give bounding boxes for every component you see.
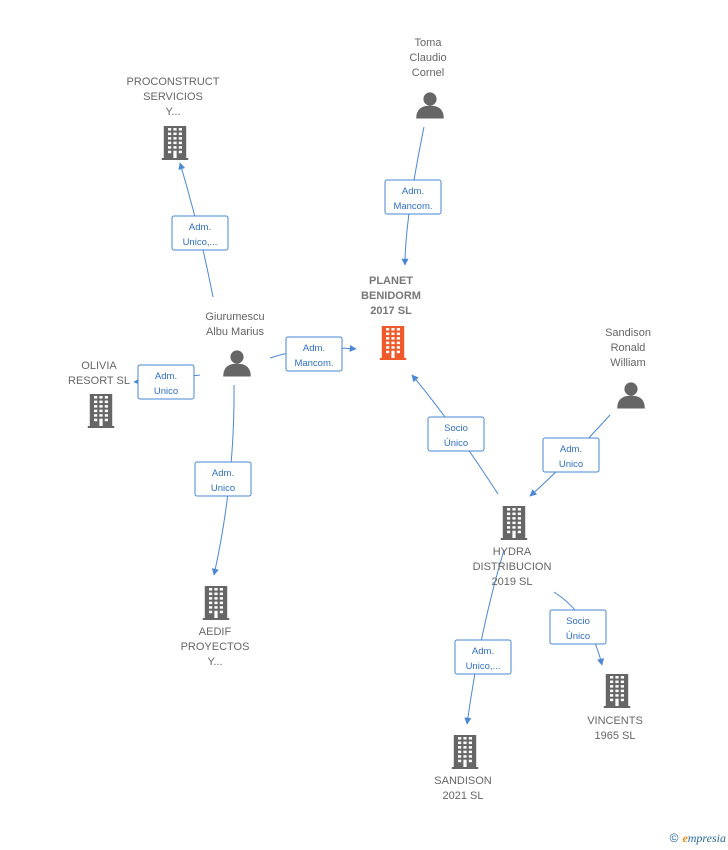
- node-label-line: Y...: [165, 106, 180, 118]
- edge-label-text: Adm.: [303, 343, 325, 354]
- edge-label-text: Único: [566, 631, 590, 642]
- node-label-line: HYDRA: [493, 546, 532, 558]
- node-label-line: 2021 SL: [443, 790, 484, 802]
- node-label-line: Claudio: [409, 52, 446, 64]
- node-proconstruct[interactable]: PROCONSTRUCT SERVICIOS Y...: [127, 76, 220, 160]
- brand-name: mpresia: [687, 831, 726, 845]
- node-label-line: Sandison: [605, 327, 651, 339]
- edge-label-text: Mancom.: [393, 201, 432, 212]
- node-label-line: 1965 SL: [595, 730, 636, 742]
- edge-label-text: Mancom.: [294, 358, 333, 369]
- edge-label-text: Socio: [566, 616, 590, 627]
- building-icon: [603, 674, 631, 708]
- edge-label-text: Unico: [559, 459, 583, 470]
- edge-label-giurumescu-to-proconstruct[interactable]: Adm. Unico,...: [171, 215, 229, 251]
- building-icon: [451, 735, 479, 769]
- node-planet[interactable]: PLANET BENIDORM 2017 SL: [361, 275, 421, 360]
- edge-label-text: Adm.: [472, 646, 494, 657]
- edge-label-giurumescu-to-aedif[interactable]: Adm. Unico: [194, 461, 252, 497]
- edge-label-text: Adm.: [155, 371, 177, 382]
- edge-hydra-to-sandison_sl: [464, 549, 505, 725]
- edge-label-toma-to-planet[interactable]: Adm. Mancom.: [384, 179, 442, 215]
- node-label-line: 2019 SL: [492, 576, 533, 588]
- edge-label-text: Único: [444, 438, 468, 449]
- node-label-line: VINCENTS: [587, 715, 643, 727]
- node-hydra[interactable]: HYDRA DISTRIBUCION 2019 SL: [473, 506, 552, 588]
- node-vincents[interactable]: VINCENTS 1965 SL: [587, 674, 643, 742]
- node-label-line: RESORT SL: [68, 375, 130, 387]
- building-icon: [500, 506, 528, 540]
- brand-first-letter: e: [682, 831, 688, 845]
- edge-label-text: Adm.: [189, 222, 211, 233]
- node-sandison_sl[interactable]: SANDISON 2021 SL: [434, 735, 492, 802]
- node-label-line: OLIVIA: [81, 360, 117, 372]
- node-label-line: Cornel: [412, 67, 444, 79]
- empresia-brand[interactable]: ©empresia: [670, 831, 726, 846]
- node-label-line: Giurumescu: [205, 311, 264, 323]
- node-olivia[interactable]: OLIVIA RESORT SL: [68, 360, 130, 428]
- node-label-line: PROYECTOS: [181, 641, 250, 653]
- node-label-line: William: [610, 357, 645, 369]
- edge-label-text: Unico: [154, 386, 178, 397]
- edge-label-sandison_person-to-hydra[interactable]: Adm. Unico: [542, 437, 600, 473]
- edge-label-text: Unico,...: [466, 661, 501, 672]
- node-label-line: Toma: [415, 37, 443, 49]
- node-label-line: BENIDORM: [361, 290, 421, 302]
- edge-label-text: Unico,...: [183, 237, 218, 248]
- edge-label-hydra-to-sandison_sl[interactable]: Adm. Unico,...: [454, 639, 512, 675]
- node-label-line: DISTRIBUCION: [473, 561, 552, 573]
- building-icon: [379, 326, 407, 360]
- node-label-line: Albu Marius: [206, 326, 265, 338]
- edge-label-text: Unico: [211, 483, 235, 494]
- node-aedif[interactable]: AEDIF PROYECTOS Y...: [181, 586, 250, 668]
- node-label-line: PROCONSTRUCT: [127, 76, 220, 88]
- copyright-symbol: ©: [669, 831, 679, 845]
- node-label-line: Y...: [207, 656, 222, 668]
- edge-label-giurumescu-to-olivia[interactable]: Adm. Unico: [137, 364, 195, 400]
- node-label-line: SERVICIOS: [143, 91, 203, 103]
- person-icon: [416, 92, 444, 119]
- person-icon: [617, 382, 645, 409]
- node-label-line: 2017 SL: [370, 305, 412, 317]
- node-label-line: Ronald: [611, 342, 646, 354]
- node-label-line: PLANET: [369, 275, 413, 287]
- edge-label-text: Adm.: [212, 468, 234, 479]
- edge-label-giurumescu-to-planet[interactable]: Adm. Mancom.: [285, 336, 343, 372]
- node-label-line: AEDIF: [199, 626, 232, 638]
- building-icon: [202, 586, 230, 620]
- edge-label-text: Adm.: [560, 444, 582, 455]
- edge-label-text: Adm.: [402, 186, 424, 197]
- node-label-line: SANDISON: [434, 775, 492, 787]
- person-icon: [223, 350, 251, 377]
- edge-labels-layer: Adm. Mancom. Adm. Unico,... Adm. Mancom. Adm. U…: [137, 179, 607, 675]
- building-icon: [87, 394, 115, 428]
- edge-label-text: Socio: [444, 423, 468, 434]
- building-icon: [161, 126, 189, 160]
